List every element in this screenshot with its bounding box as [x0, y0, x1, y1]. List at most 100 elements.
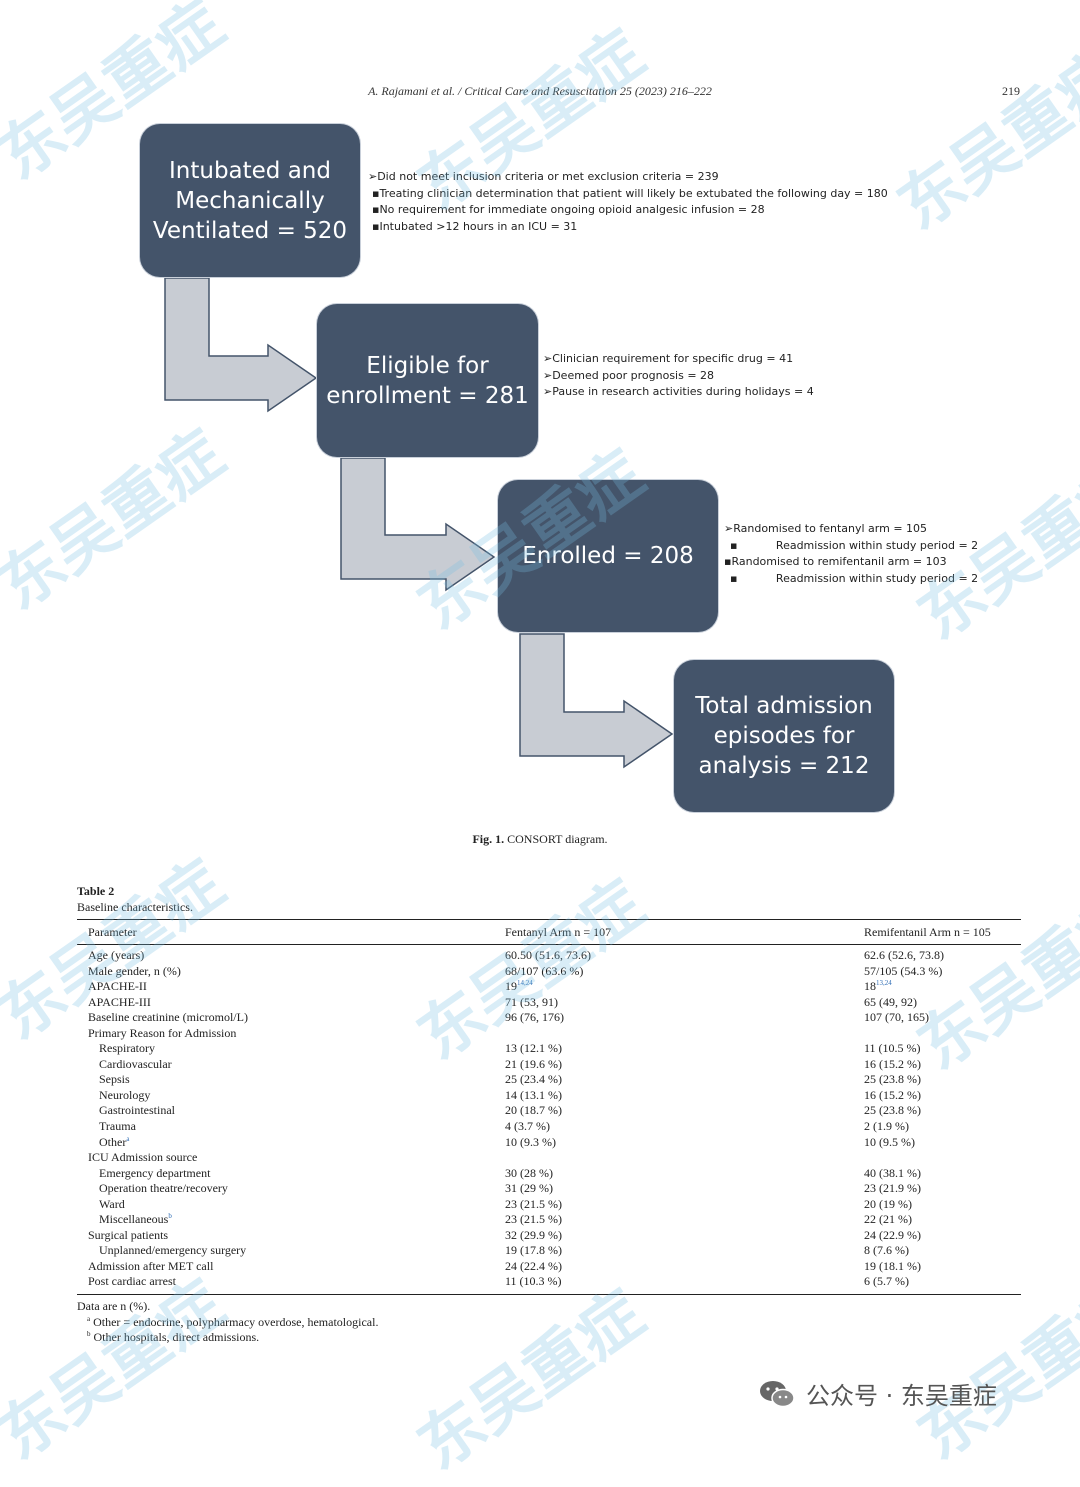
cell-fentanyl: 24 (22.4 %) [505, 1258, 562, 1273]
note-line: ▪No requirement for immediate ongoing op… [372, 203, 765, 217]
exclusion-notes-2: ➢Clinician requirement for specific drug… [543, 352, 814, 402]
cell-remifentanil: 57/105 (54.3 %) [864, 963, 943, 978]
cell-parameter: ICU Admission source [88, 1150, 198, 1165]
footnote-ref: b [168, 1212, 172, 1221]
table-title: Baseline characteristics. [77, 900, 193, 914]
table-body: Age (years)60.50 (51.6, 73.6)62.6 (52.6,… [77, 948, 1021, 1290]
box-line: Total admission [695, 693, 873, 719]
box-line: Enrolled = 208 [522, 543, 694, 569]
box-line: enrollment = 281 [326, 382, 529, 409]
note-line: ➢Clinician requirement for specific drug… [543, 352, 794, 365]
cell-remifentanil: 65 (49, 92) [864, 994, 917, 1009]
cell-parameter: Primary Reason for Admission [88, 1025, 237, 1040]
table-bottom-rule [77, 1294, 1021, 1295]
note-line: ▪Treating clinician determination that p… [372, 186, 888, 200]
cell-parameter: Gastrointestinal [99, 1103, 175, 1118]
box-line: analysis = 212 [698, 753, 870, 779]
footnote-mark: a [87, 1315, 91, 1323]
cell-parameter: Male gender, n (%) [88, 963, 181, 978]
box-line: Eligible for [366, 352, 489, 379]
table-label: Table 2 [77, 884, 115, 898]
cell-parameter: Othera [99, 1135, 129, 1150]
cell-remifentanil: 25 (23.8 %) [864, 1072, 921, 1087]
cell-parameter: APACHE-III [88, 994, 151, 1009]
cell-parameter: APACHE-II [88, 979, 147, 994]
cell-remifentanil: 8 (7.6 %) [864, 1243, 909, 1258]
cell-fentanyl: 31 (29 %) [505, 1181, 553, 1196]
cell-fentanyl: 32 (29.9 %) [505, 1227, 562, 1242]
table-row: Primary Reason for Admission [77, 1026, 1021, 1042]
cell-fentanyl: 10 (9.3 %) [505, 1134, 556, 1149]
cell-parameter: Sepsis [99, 1072, 130, 1087]
page-number: 219 [1002, 84, 1020, 98]
cell-fentanyl: 23 (21.5 %) [505, 1212, 562, 1227]
cell-fentanyl: 30 (28 %) [505, 1165, 553, 1180]
table-row: Unplanned/emergency surgery 19 (17.8 %) 8 … [77, 1243, 1021, 1259]
cell-remifentanil: 20 (19 %) [864, 1196, 912, 1211]
cell-parameter: Ward [99, 1196, 125, 1211]
cell-parameter: Unplanned/emergency surgery [99, 1243, 247, 1258]
citation-ref: 14,24 [517, 979, 533, 988]
cell-fentanyl: 4 (3.7 %) [505, 1119, 550, 1134]
cell-parameter: Neurology [99, 1087, 151, 1102]
table-row: Age (years)60.50 (51.6, 73.6)62.6 (52.6,… [77, 948, 1021, 964]
cell-parameter: Admission after MET call [88, 1258, 214, 1273]
cell-fentanyl: 23 (21.5 %) [505, 1196, 562, 1211]
cell-fentanyl: 96 (76, 176) [505, 1010, 564, 1025]
cell-parameter: Emergency department [99, 1165, 211, 1180]
cell-remifentanil: 11 (10.5 %) [864, 1041, 921, 1056]
note-line: ➢Did not meet inclusion criteria or met … [368, 170, 719, 183]
table-row: Ward 23 (21.5 %) 20 (19 %) [77, 1197, 1021, 1213]
cell-remifentanil: 25 (23.8 %) [864, 1103, 921, 1118]
cell-fentanyl-text: 19 [505, 979, 517, 994]
table-footnote-main: Data are n (%). [77, 1299, 151, 1313]
cell-parameter: Trauma [99, 1119, 136, 1134]
figure-caption: Fig. 1. CONSORT diagram. [0, 832, 1080, 847]
cell-remifentanil: 16 (15.2 %) [864, 1087, 921, 1102]
table-row: Male gender, n (%)68/107 (63.6 %)57/105 … [77, 964, 1021, 980]
cell-remifentanil: 23 (21.9 %) [864, 1181, 921, 1196]
footnote-ref: a [126, 1134, 130, 1143]
note-line: ➢Randomised to fentanyl arm = 105 [724, 522, 928, 535]
cell-remifentanil: 1813,24 [864, 979, 892, 994]
cell-fentanyl: 19 (17.8 %) [505, 1243, 562, 1258]
cell-fentanyl: 11 (10.3 %) [505, 1274, 562, 1289]
cell-parameter: Age (years) [88, 948, 145, 962]
footnote-text: Other = endocrine, polypharmacy overdose… [93, 1315, 379, 1329]
exclusion-notes-1: ➢Did not meet inclusion criteria or met … [368, 170, 888, 236]
wechat-icon [760, 1380, 795, 1407]
cell-parameter: Post cardiac arrest [88, 1274, 176, 1289]
randomisation-notes: ➢Randomised to fentanyl arm = 105 ▪ Read… [724, 522, 978, 588]
box-line: Ventilated = 520 [152, 217, 348, 244]
cell-parameter: Operation theatre/recovery [99, 1181, 228, 1196]
cell-parameter: Cardiovascular [99, 1056, 172, 1071]
table-header-rule [77, 944, 1021, 945]
cell-fentanyl: 21 (19.6 %) [505, 1056, 562, 1071]
cell-remifentanil-text: 18 [864, 979, 876, 994]
box-eligible: Eligible for enrollment = 281 [317, 304, 538, 457]
cell-fentanyl: 13 (12.1 %) [505, 1041, 562, 1056]
table-row: Operation theatre/recovery 31 (29 %) 23 (2… [77, 1181, 1021, 1197]
cell-remifentanil: 107 (70, 165) [864, 1010, 929, 1025]
wechat-badge: 公众号 · 东吴重症 [758, 1376, 997, 1411]
note-line: ▪ Readmission within study period = 2 [730, 538, 979, 552]
note-line: ▪ Readmission within study period = 2 [730, 571, 979, 585]
cell-remifentanil: 22 (21 %) [864, 1212, 912, 1227]
cell-fentanyl: 25 (23.4 %) [505, 1072, 562, 1087]
note-line: ▪Intubated >12 hours in an ICU = 31 [372, 219, 578, 233]
cell-remifentanil: 40 (38.1 %) [864, 1165, 921, 1180]
flow-arrow-3 [519, 633, 674, 769]
note-line: ➢Pause in research activities during hol… [543, 385, 814, 399]
watermark: 东吴重症 [405, 1277, 658, 1485]
box-line: Intubated and [168, 157, 331, 184]
figure-caption-text: CONSORT diagram. [504, 832, 608, 846]
cell-parameter: Baseline creatinine (micromol/L) [88, 1010, 248, 1025]
